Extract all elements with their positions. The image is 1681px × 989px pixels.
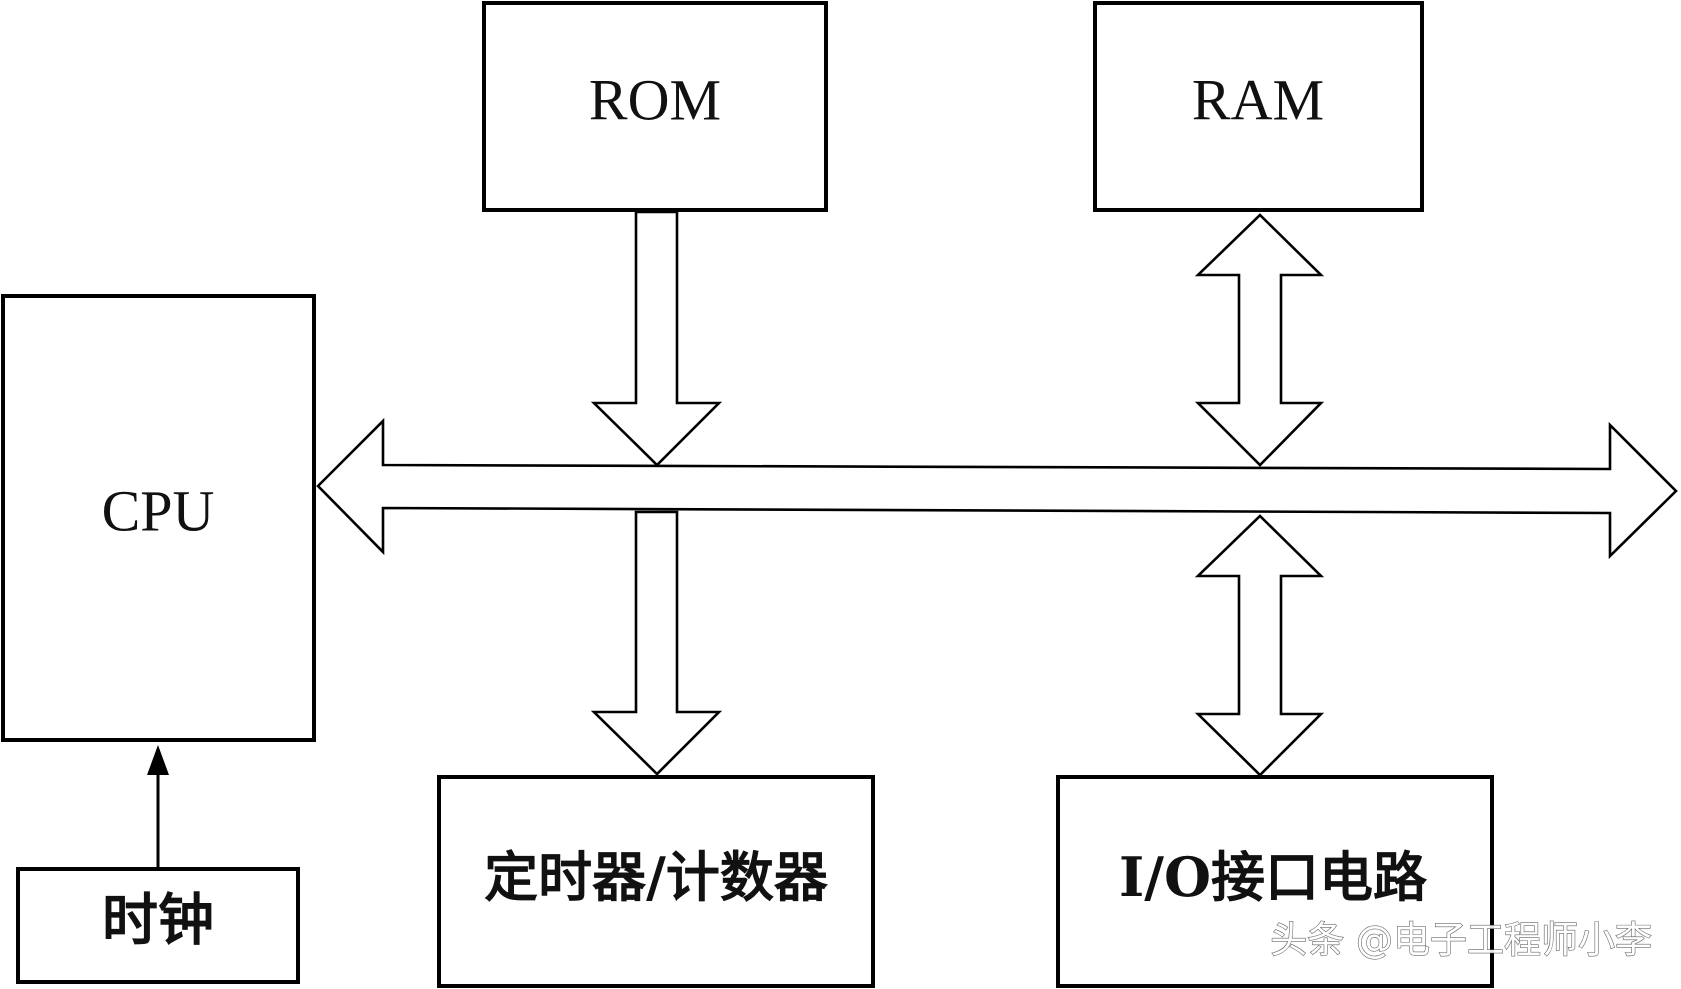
io-label: I/O接口电路 [1119,845,1428,909]
cpu-label: CPU [102,478,215,543]
rom-box [482,1,828,212]
system-bus-arrow [316,417,1678,560]
ram-box [1093,1,1424,212]
rom-label: ROM [589,67,721,132]
ram-label: RAM [1192,67,1324,132]
timer-label: 定时器/计数器 [484,845,829,909]
bus-io-arrow [1194,514,1325,777]
timer-box [437,775,875,988]
clock-box [16,867,300,984]
ram-bus-arrow [1194,213,1325,467]
rom-to-bus-arrow [590,210,723,467]
clock-to-cpu-arrowhead [147,745,169,775]
watermark-text: 头条 @电子工程师小李 [1270,919,1652,962]
cpu-box [1,294,316,742]
io-box [1056,775,1494,988]
clock-label: 时钟 [102,888,214,954]
bus-to-timer-arrow [590,510,723,776]
